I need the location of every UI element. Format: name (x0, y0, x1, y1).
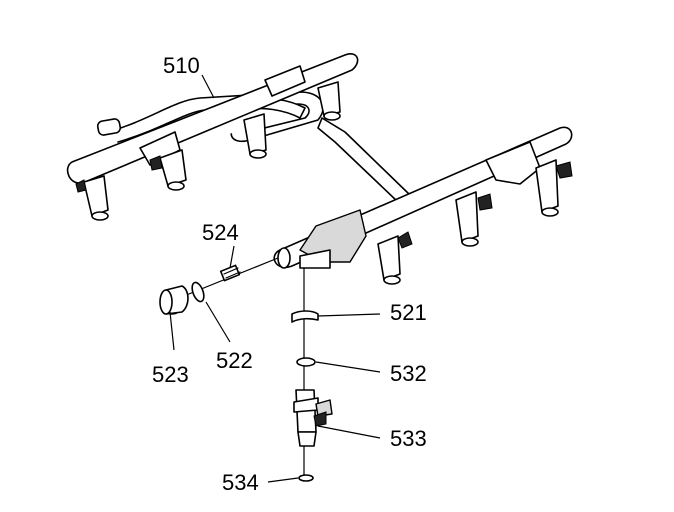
right-rail-injector-3 (535, 159, 573, 217)
callout-510: 510 (163, 53, 200, 78)
left-rail-injector-2 (149, 149, 187, 191)
part-523-cap (159, 285, 189, 315)
leader-lines (169, 74, 381, 483)
right-fuel-rail (273, 126, 573, 285)
callout-521: 521 (390, 300, 427, 325)
callout-532: 532 (390, 361, 427, 386)
right-rail-injector-2 (455, 191, 493, 247)
callout-523: 523 (152, 362, 189, 387)
left-fuel-rail (66, 53, 359, 221)
left-rail-injector-3 (243, 113, 267, 159)
callout-522: 522 (216, 348, 253, 373)
part-521-clip (291, 310, 319, 323)
part-534-oring (298, 474, 314, 482)
callout-534: 534 (222, 470, 259, 495)
right-rail-injector-1 (377, 231, 413, 285)
left-rail-injector-1 (75, 175, 109, 221)
part-522-seal (191, 281, 205, 303)
callout-533: 533 (390, 426, 427, 451)
part-533-injector (293, 389, 333, 447)
part-532-oring (296, 357, 316, 367)
left-rail-injector-4 (317, 81, 341, 121)
part-524-valve (219, 264, 241, 282)
callout-524: 524 (202, 220, 239, 245)
